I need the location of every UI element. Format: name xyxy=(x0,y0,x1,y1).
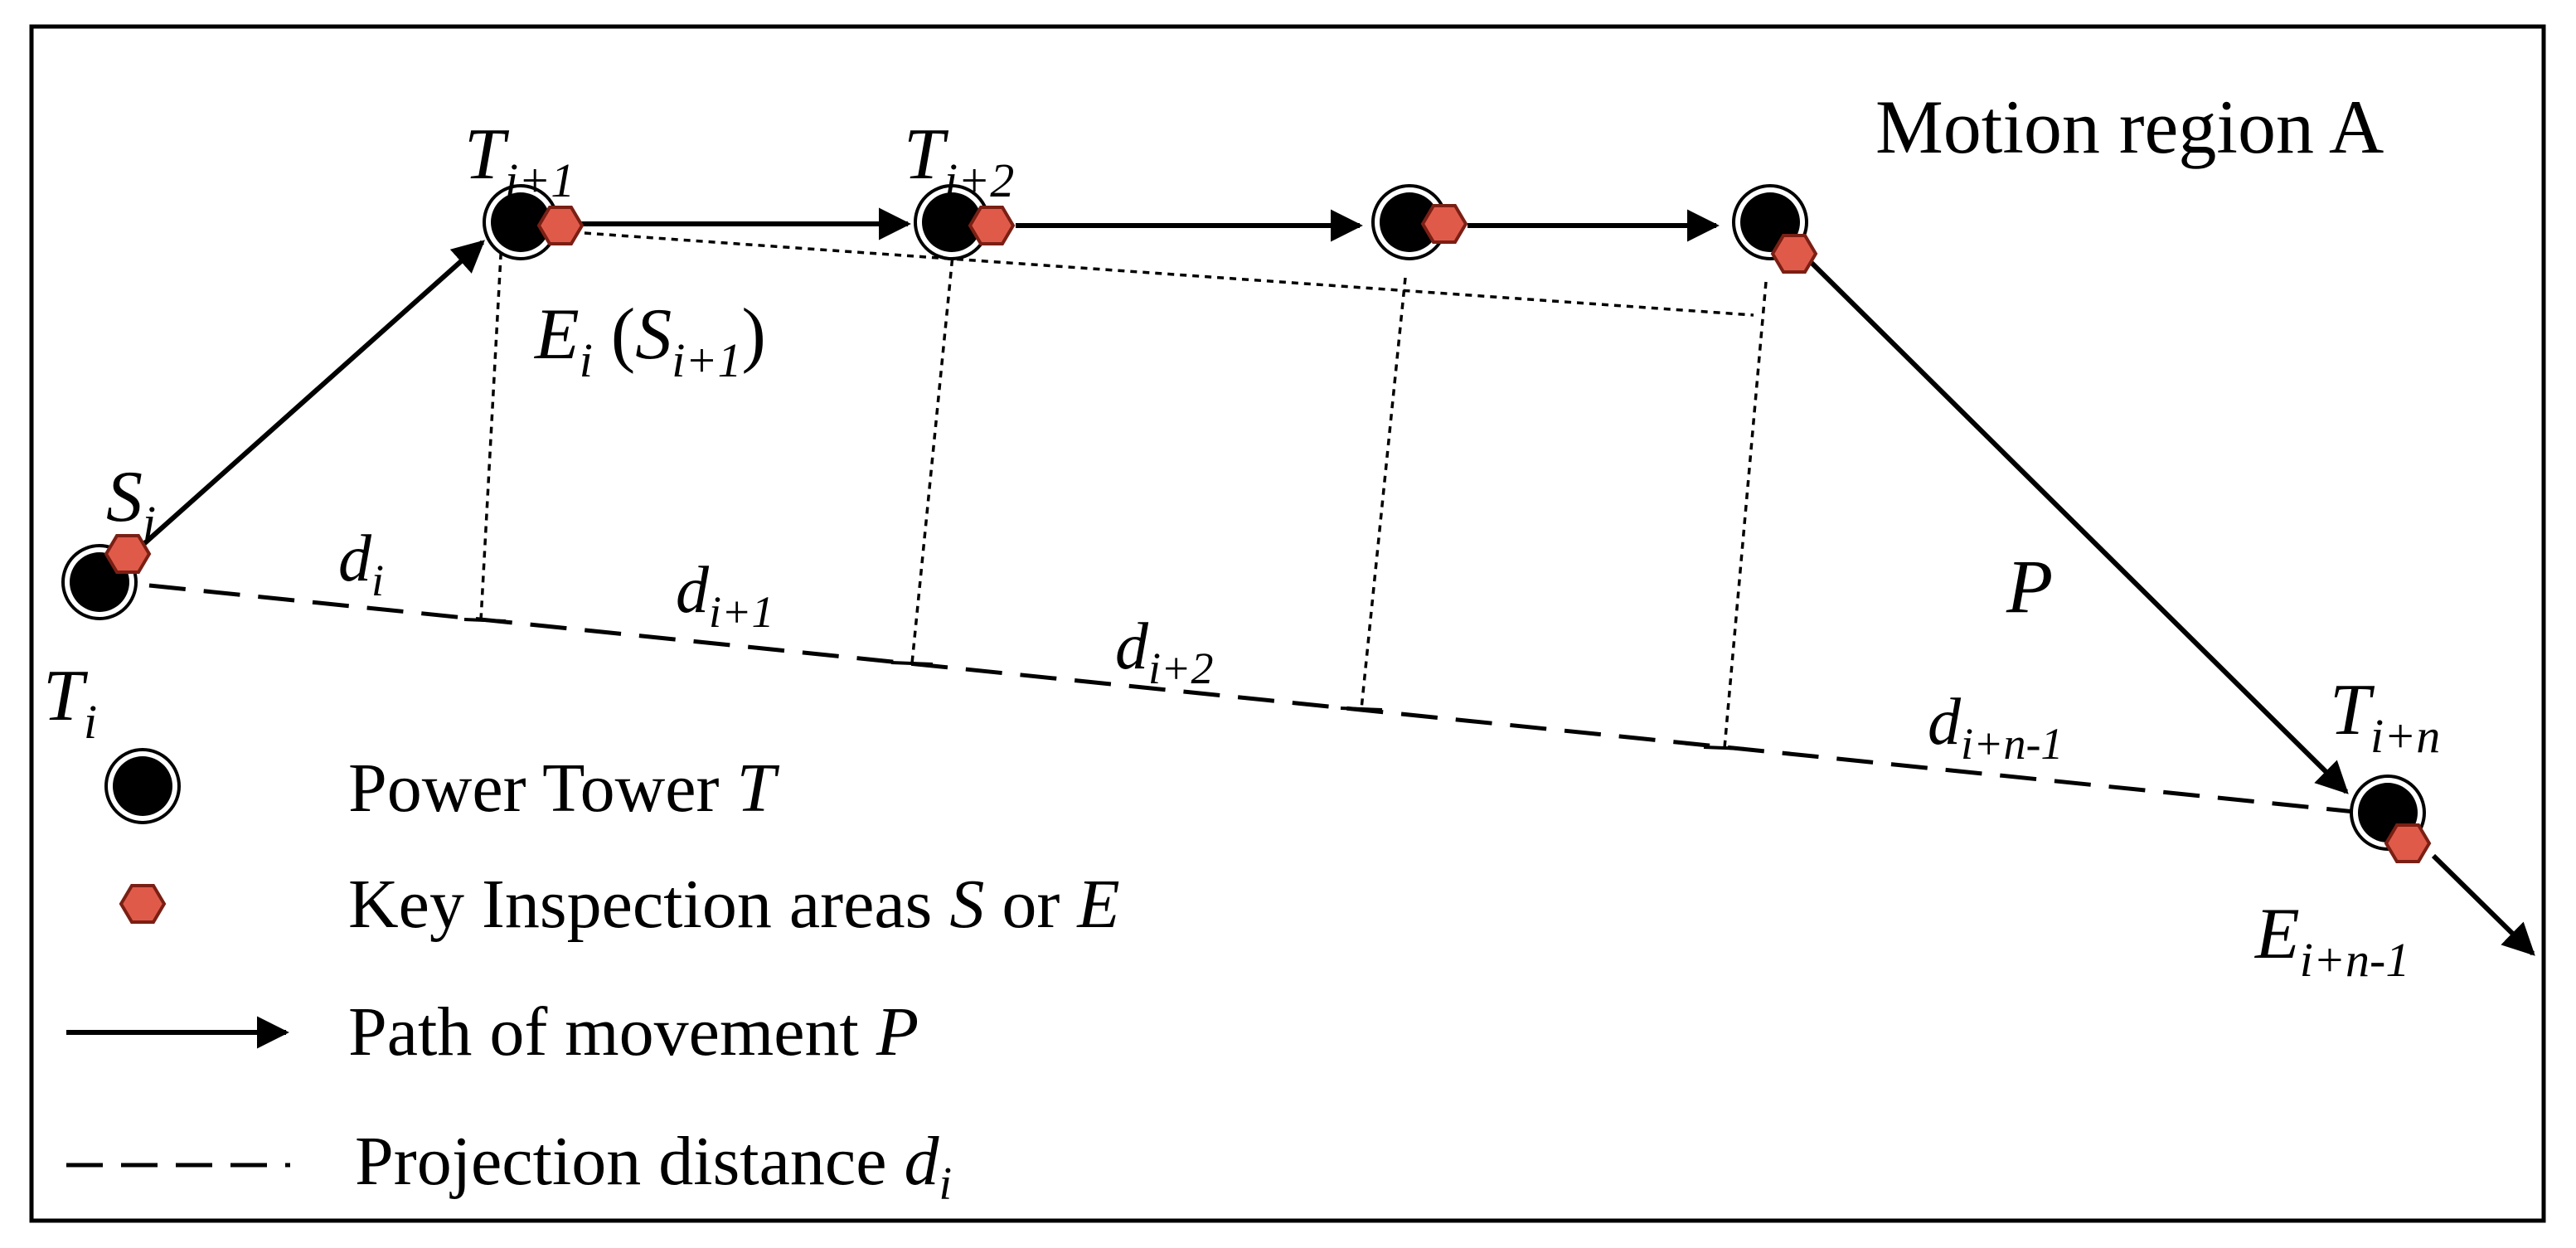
baseline-tick xyxy=(463,618,507,623)
inspection-area-icon xyxy=(119,884,167,924)
perpendicular-line xyxy=(1360,277,1407,710)
label-d-i-plus-1: di+1 xyxy=(676,554,774,637)
inspection-area-icon xyxy=(1770,234,1818,274)
legend-projection-label: Projection distance di xyxy=(355,1123,952,1210)
label-t-i-plus-2: Ti+2 xyxy=(904,114,1014,207)
legend-item-projection: Projection distance di xyxy=(66,1123,952,1210)
path-segment xyxy=(1803,255,2349,794)
baseline-tick xyxy=(1703,745,1746,750)
inspection-area-icon xyxy=(1420,204,1468,244)
label-d-i: di xyxy=(338,522,384,605)
label-e-i: Ei (Si+1) xyxy=(533,294,766,387)
power-tower-icon xyxy=(483,184,559,260)
path-segment xyxy=(131,240,485,556)
legend-item-inspection: Key Inspection areas S or E xyxy=(119,866,1120,943)
inspection-area-icon xyxy=(968,206,1016,245)
region-title: Motion region A xyxy=(1875,85,2384,169)
inspection-areas xyxy=(104,204,2432,863)
path-segment xyxy=(2431,853,2535,956)
perpendicular-line xyxy=(910,246,955,664)
dotted-connector xyxy=(571,231,1754,317)
label-path-p: P xyxy=(2006,544,2053,629)
label-t-i-plus-1: Ti+1 xyxy=(464,114,575,207)
label-t-i: Ti xyxy=(43,656,97,749)
perpendicular-line xyxy=(1723,281,1768,749)
power-tower-icon xyxy=(104,748,181,824)
baseline-tick xyxy=(890,661,934,666)
power-tower-icon xyxy=(1371,184,1448,260)
motion-region-frame xyxy=(29,24,2546,1223)
label-t-i-plus-n: Ti+n xyxy=(2330,670,2440,763)
label-s-i: Si xyxy=(106,457,156,550)
inspection-area-icon xyxy=(536,206,585,245)
legend-inspection-label: Key Inspection areas S or E xyxy=(348,866,1120,943)
legend: Power Tower T Key Inspection areas S or … xyxy=(66,748,1120,1210)
projection-guides xyxy=(479,231,1768,749)
legend-item-tower: Power Tower T xyxy=(104,748,779,827)
label-d-i-plus-2: di+2 xyxy=(1115,610,1213,693)
inspection-area-icon xyxy=(2384,823,2432,863)
movement-path xyxy=(131,207,2535,956)
baseline-tick xyxy=(1340,707,1383,711)
legend-path-label: Path of movement P xyxy=(348,993,919,1071)
legend-tower-label: Power Tower T xyxy=(348,750,779,827)
projection-baseline xyxy=(148,583,2364,815)
power-tower-icon xyxy=(914,184,990,260)
label-e-i-plus-n-minus-1: Ei+n-1 xyxy=(2253,894,2409,987)
legend-item-path: Path of movement P xyxy=(66,993,919,1071)
label-d-i-plus-n-minus-1: di+n-1 xyxy=(1928,686,2063,769)
perpendicular-line xyxy=(479,240,503,621)
baseline-ticks xyxy=(463,618,1746,750)
inspection-area-icon xyxy=(104,534,152,574)
